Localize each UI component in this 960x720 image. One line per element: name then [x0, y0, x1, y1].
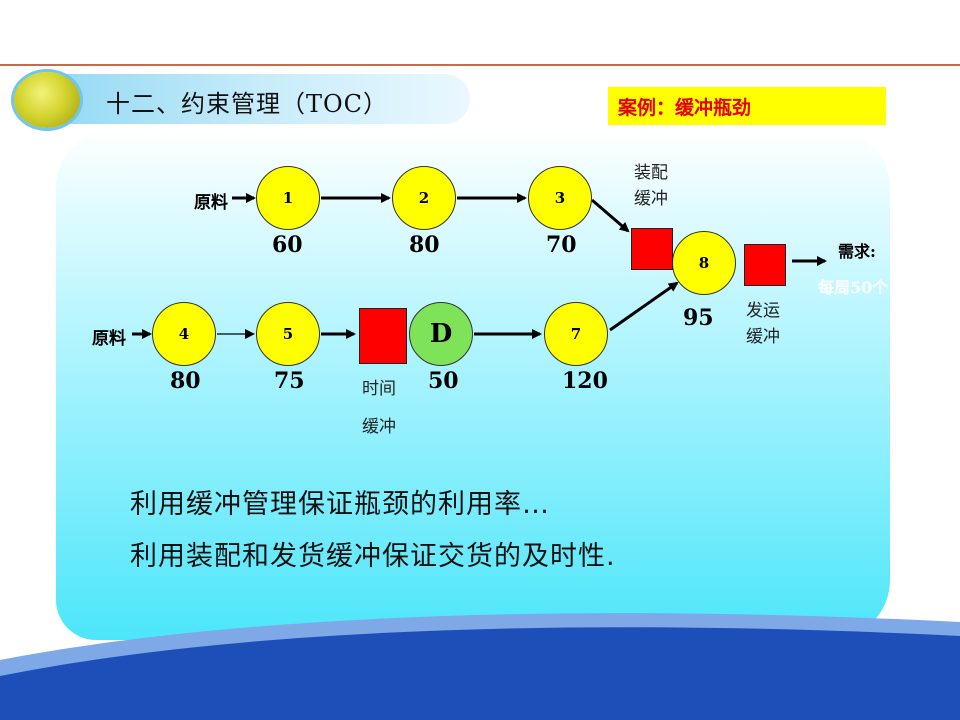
process-node-2: 2 — [392, 166, 456, 230]
capacity-node-5: 75 — [274, 368, 305, 394]
time-buffer — [359, 308, 407, 364]
capacity-node-d: 50 — [428, 368, 459, 394]
capacity-node-4: 80 — [170, 368, 201, 394]
process-node-5: 5 — [256, 302, 320, 366]
assembly-buffer — [631, 228, 673, 270]
title-ball-icon — [14, 72, 80, 128]
process-node-4: 4 — [152, 302, 216, 366]
time-buffer-label: 时间 缓冲 — [362, 379, 396, 437]
capacity-node-7: 120 — [562, 368, 608, 394]
bottom-wave — [0, 613, 960, 720]
process-node-1: 1 — [256, 166, 320, 230]
top-divider — [0, 64, 960, 66]
capacity-node-8: 95 — [683, 305, 714, 331]
assembly-buffer-label: 装配 缓冲 — [634, 163, 668, 209]
slide-title: 十二、约束管理（TOC） — [106, 90, 389, 118]
raw-material-label-bottom: 原料 — [92, 329, 126, 349]
title-banner — [14, 74, 470, 124]
raw-material-label-top: 原料 — [194, 193, 228, 213]
process-node-3: 3 — [528, 166, 592, 230]
capacity-node-1: 60 — [272, 232, 303, 258]
demand-label: 需求: — [838, 242, 876, 261]
body-line-2: 利用装配和发货缓冲保证交货的及时性. — [130, 541, 616, 572]
demand-weekly: 每周50个 — [818, 278, 889, 297]
process-node-7: 7 — [544, 302, 608, 366]
process-node-8: 8 — [672, 231, 736, 295]
case-label: 案例：缓冲瓶劲 — [608, 87, 886, 125]
shipping-buffer-label: 发运 缓冲 — [746, 301, 780, 347]
shipping-buffer — [744, 244, 786, 286]
arrow-3-buffer — [591, 198, 630, 233]
body-line-1: 利用缓冲管理保证瓶颈的利用率… — [130, 489, 550, 520]
bottleneck-node-d: D — [409, 302, 473, 366]
content-panel — [56, 128, 890, 640]
capacity-node-3: 70 — [546, 232, 577, 258]
capacity-node-2: 80 — [409, 232, 440, 258]
arrow-7-8 — [609, 281, 679, 332]
